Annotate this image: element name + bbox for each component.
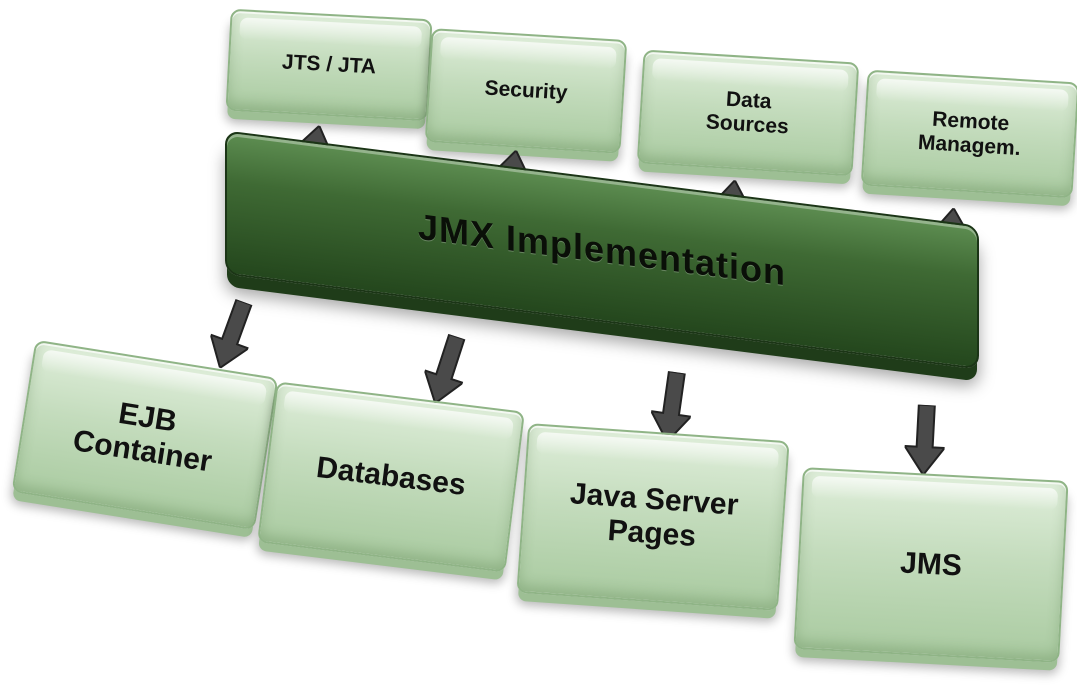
remote-management-label: Remote Managem. <box>917 108 1022 161</box>
databases-label: Databases <box>314 451 468 503</box>
arrow-down-java-server-pages <box>647 370 696 445</box>
remote-management-box: Remote Managem. <box>860 69 1077 199</box>
databases-box: Databases <box>257 381 525 573</box>
data-sources-label: Data Sources <box>705 88 790 139</box>
security-box: Security <box>424 28 628 154</box>
jts-jta-label: JTS / JTA <box>281 50 377 79</box>
arrow-down-databases <box>416 331 476 410</box>
arrow-down-ejb-container <box>201 295 263 374</box>
jts-jta-box: JTS / JTA <box>225 8 433 122</box>
data-sources-box: Data Sources <box>636 49 860 177</box>
jms-label: JMS <box>899 546 963 583</box>
security-label: Security <box>483 76 569 105</box>
java-server-pages-box: Java Server Pages <box>516 423 790 611</box>
arrow-down-jms <box>903 404 947 476</box>
ejb-container-label: EJB Container <box>70 397 215 479</box>
java-server-pages-label: Java Server Pages <box>568 477 740 554</box>
jmx-implementation-label: JMX Implementation <box>417 205 787 294</box>
jms-box: JMS <box>793 467 1069 663</box>
